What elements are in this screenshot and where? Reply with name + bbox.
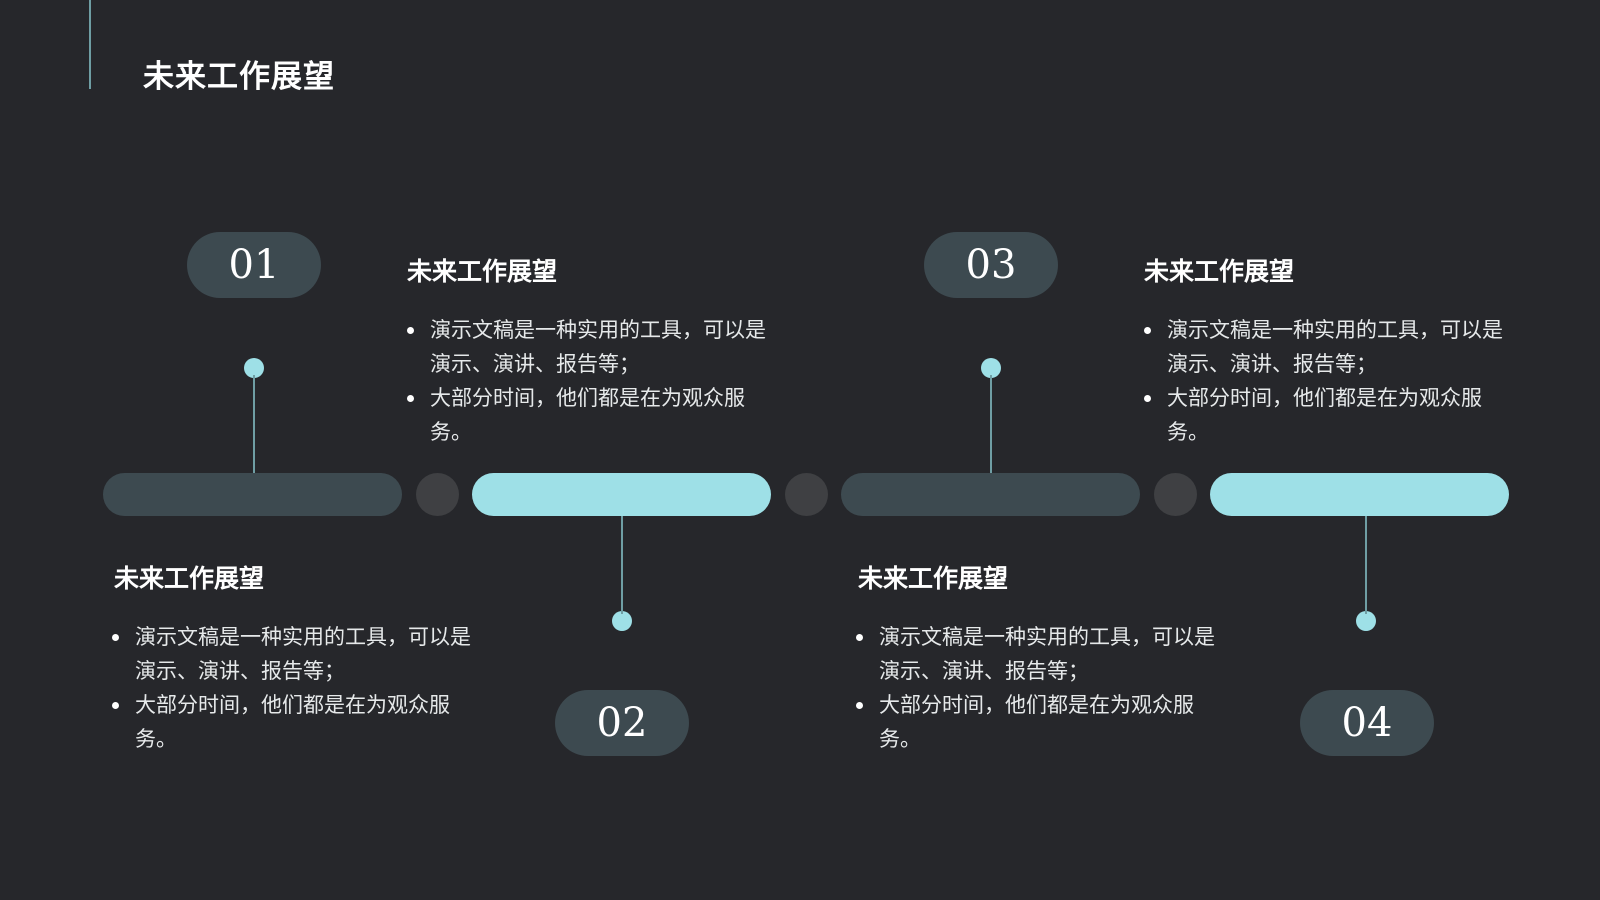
timeline-separator (1154, 473, 1197, 516)
step-node-dot (612, 611, 632, 631)
bullet-item: 大部分时间，他们都是在为观众服务。 (855, 688, 1215, 756)
bullet-item: 大部分时间，他们都是在为观众服务。 (406, 381, 766, 449)
step-node-dot (981, 358, 1001, 378)
bullet-item: 演示文稿是一种实用的工具，可以是演示、演讲、报告等； (855, 620, 1215, 688)
step-connector (990, 375, 992, 473)
step-bullets: 演示文稿是一种实用的工具，可以是演示、演讲、报告等； 大部分时间，他们都是在为观… (1143, 313, 1503, 449)
bullet-item: 大部分时间，他们都是在为观众服务。 (111, 688, 471, 756)
timeline-segment-1 (103, 473, 402, 516)
bullet-item: 演示文稿是一种实用的工具，可以是演示、演讲、报告等； (1143, 313, 1503, 381)
timeline-separator (785, 473, 828, 516)
step-connector (621, 516, 623, 614)
bullet-item: 大部分时间，他们都是在为观众服务。 (1143, 381, 1503, 449)
page-title: 未来工作展望 (143, 59, 335, 95)
step-title: 未来工作展望 (858, 564, 1009, 593)
step-node-dot (244, 358, 264, 378)
timeline-separator (416, 473, 459, 516)
title-accent-line (89, 0, 91, 89)
step-title: 未来工作展望 (1144, 257, 1295, 286)
step-number-badge: 03 (924, 232, 1058, 298)
timeline-segment-2 (472, 473, 771, 516)
step-number-badge: 01 (187, 232, 321, 298)
step-bullets: 演示文稿是一种实用的工具，可以是演示、演讲、报告等； 大部分时间，他们都是在为观… (406, 313, 766, 449)
step-number-badge: 04 (1300, 690, 1434, 756)
step-title: 未来工作展望 (114, 564, 265, 593)
step-node-dot (1356, 611, 1376, 631)
step-connector (1365, 516, 1367, 614)
bullet-item: 演示文稿是一种实用的工具，可以是演示、演讲、报告等； (406, 313, 766, 381)
timeline-segment-4 (1210, 473, 1509, 516)
timeline-segment-3 (841, 473, 1140, 516)
step-bullets: 演示文稿是一种实用的工具，可以是演示、演讲、报告等； 大部分时间，他们都是在为观… (111, 620, 471, 756)
bullet-item: 演示文稿是一种实用的工具，可以是演示、演讲、报告等； (111, 620, 471, 688)
step-connector (253, 375, 255, 473)
step-bullets: 演示文稿是一种实用的工具，可以是演示、演讲、报告等； 大部分时间，他们都是在为观… (855, 620, 1215, 756)
step-title: 未来工作展望 (407, 257, 558, 286)
step-number-badge: 02 (555, 690, 689, 756)
